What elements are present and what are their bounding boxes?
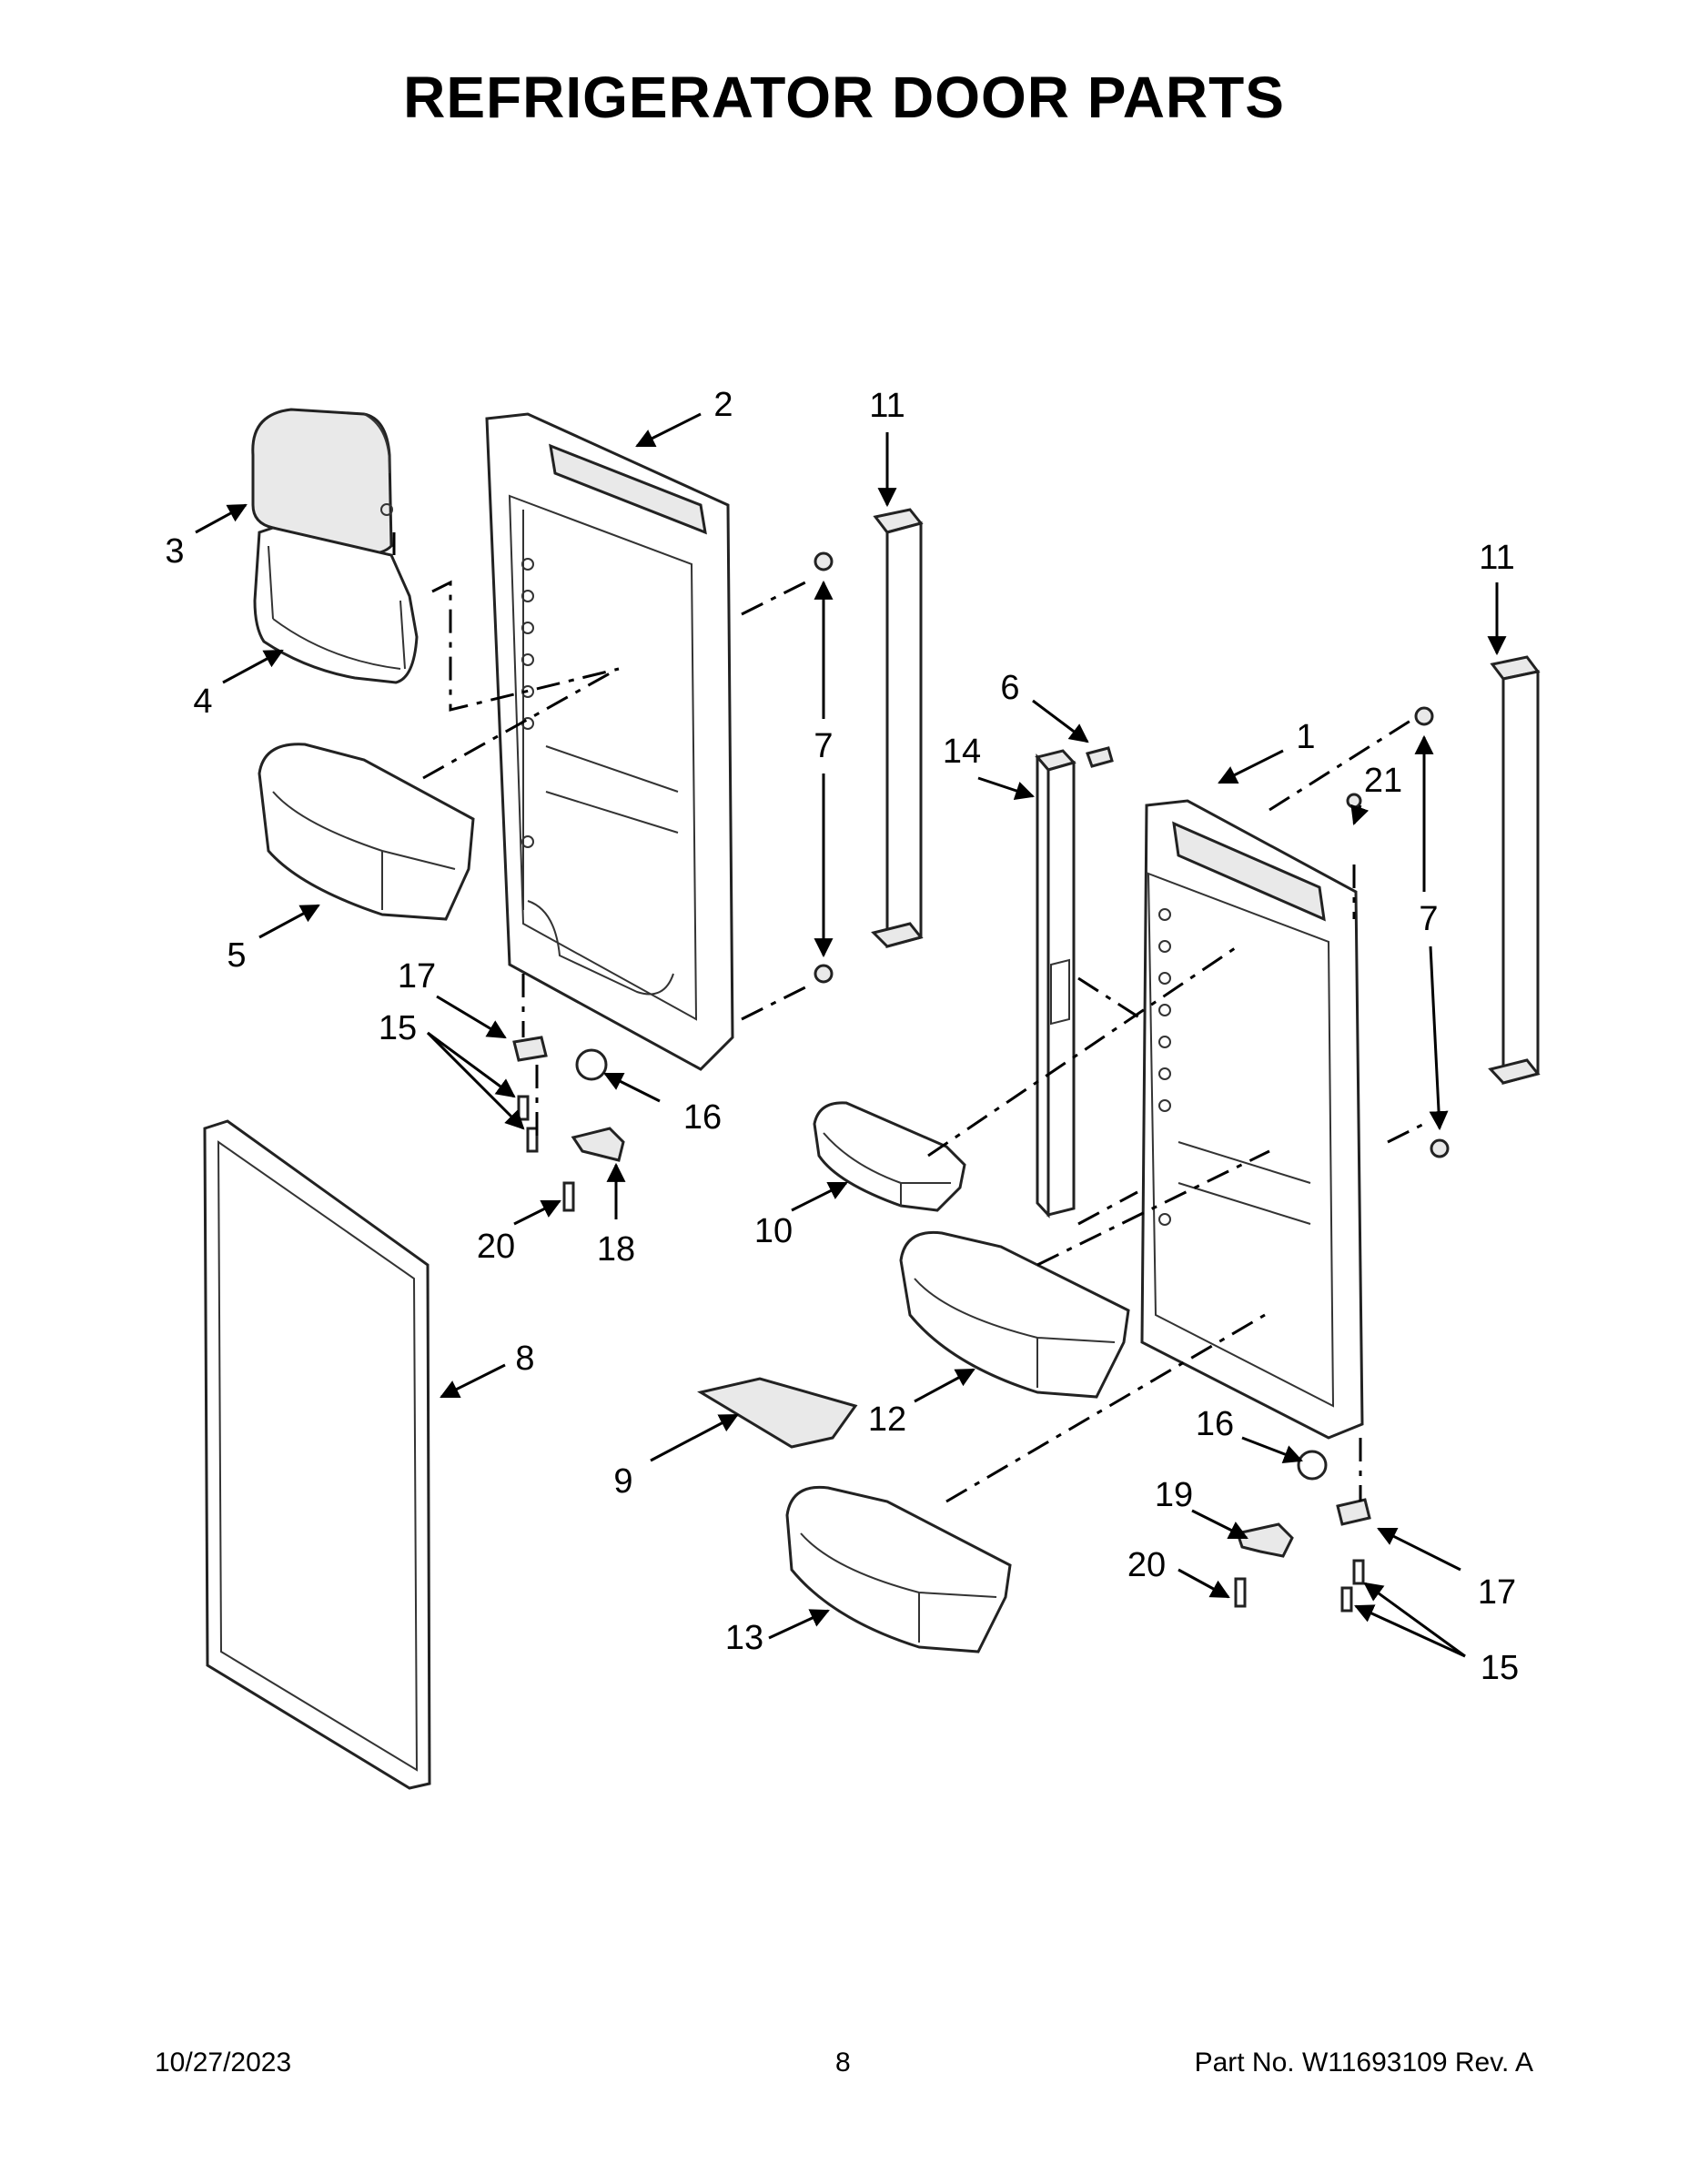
callout-2: 2 <box>713 386 733 424</box>
callout-numbers: 2 11 3 4 11 6 7 14 1 21 5 7 17 15 16 10 … <box>165 386 1519 1687</box>
callout-1: 1 <box>1296 718 1315 756</box>
callout-10: 10 <box>754 1212 793 1250</box>
callout-12: 12 <box>868 1400 906 1439</box>
callout-11: 11 <box>869 387 905 425</box>
callout-17: 17 <box>1478 1573 1516 1612</box>
callout-15: 15 <box>379 1009 417 1047</box>
part-4-dairy-bin <box>253 526 419 684</box>
callout-4: 4 <box>193 682 212 721</box>
callout-7: 7 <box>814 727 833 765</box>
page-title: REFRIGERATOR DOOR PARTS <box>403 65 1285 130</box>
part-11-left-handle <box>814 508 924 984</box>
part-14-mullion <box>1035 746 1114 1218</box>
alignment-lines <box>392 532 1425 1503</box>
part-8-door-gasket <box>203 1119 431 1790</box>
callout-arrows <box>195 412 1507 1658</box>
part-9-cover <box>697 1377 858 1449</box>
callout-20: 20 <box>477 1228 515 1266</box>
callout-3: 3 <box>165 532 184 571</box>
right-hinge-hardware <box>1234 1450 1371 1613</box>
callout-14: 14 <box>943 733 981 771</box>
part-3-dairy-door <box>251 408 393 555</box>
part-10-door-bin <box>813 1101 966 1212</box>
callout-7: 7 <box>1419 900 1438 938</box>
footer-date: 10/27/2023 <box>155 2048 292 2078</box>
callout-15: 15 <box>1481 1649 1519 1687</box>
callout-20: 20 <box>1127 1546 1166 1584</box>
callout-18: 18 <box>597 1230 635 1269</box>
part-13-door-bin <box>785 1485 1012 1653</box>
callout-19: 19 <box>1155 1476 1193 1514</box>
callout-6: 6 <box>1000 669 1019 707</box>
footer-page-number: 8 <box>835 2048 851 2078</box>
callout-11: 11 <box>1479 539 1514 577</box>
part-12-door-bin <box>899 1230 1130 1399</box>
callout-8: 8 <box>515 1340 534 1378</box>
part-5-door-bin <box>258 743 475 921</box>
part-11-right-handle <box>1414 655 1541 1158</box>
left-hinge-hardware <box>512 1036 625 1212</box>
part-2-left-door-liner <box>485 412 734 1071</box>
callout-5: 5 <box>227 936 246 975</box>
callout-21: 21 <box>1364 762 1402 800</box>
callout-16: 16 <box>683 1098 722 1137</box>
part-1-right-door-liner <box>1140 793 1364 1440</box>
footer-part-number: Part No. W11693109 Rev. A <box>1194 2048 1533 2078</box>
callout-17: 17 <box>398 957 436 996</box>
callout-16: 16 <box>1196 1405 1234 1443</box>
callout-13: 13 <box>725 1619 763 1657</box>
callout-9: 9 <box>613 1462 632 1501</box>
